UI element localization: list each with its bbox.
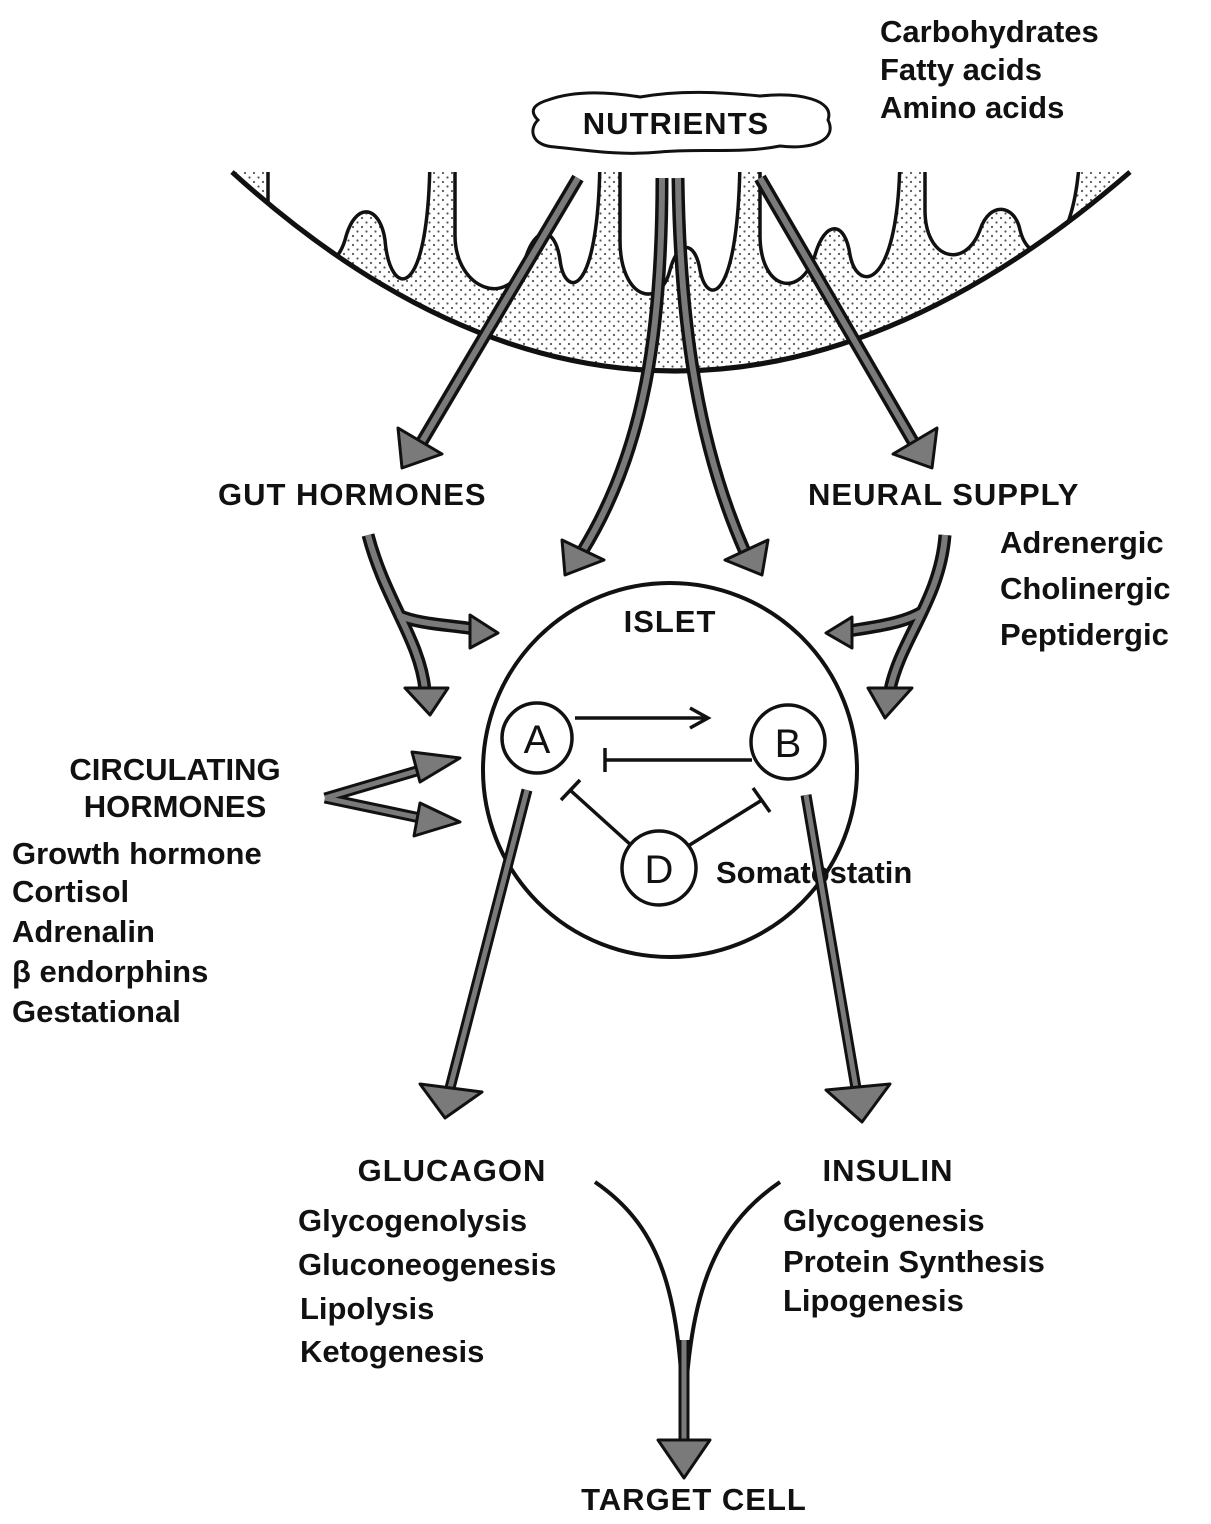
islet-interactions (561, 708, 770, 846)
circulating-hormones-label-2: HORMONES (84, 789, 267, 824)
insulin-label: INSULIN (823, 1153, 954, 1188)
circulating-hormone-item: Adrenalin (12, 914, 155, 949)
glucagon-effect: Lipolysis (300, 1291, 434, 1326)
glucagon-effect: Gluconeogenesis (298, 1247, 556, 1282)
nutrient-item: Carbohydrates (880, 14, 1099, 49)
neural-type-item: Adrenergic (1000, 525, 1164, 560)
target-cell-label: TARGET CELL (581, 1482, 807, 1517)
d-inhibits-b-bar (753, 788, 770, 812)
d-inhibits-b-line (688, 800, 762, 846)
circulating-hormone-item: Cortisol (12, 874, 129, 909)
circulating-hormone-item: β endorphins (12, 954, 208, 989)
d-inhibits-a-line (570, 790, 632, 846)
circulating-hormones-group: CIRCULATING HORMONES Growth hormone Cort… (12, 752, 460, 1029)
gut-hormones-fork-arrow (368, 535, 498, 715)
neural-supply-label: NEURAL SUPPLY (808, 477, 1079, 512)
neural-supply-fork-arrow (826, 535, 945, 718)
nutrients-group: NUTRIENTS Carbohydrates Fatty acids Amin… (533, 14, 1099, 153)
glucagon-output-arrow (420, 790, 527, 1118)
insulin-effect: Glycogenesis (783, 1203, 985, 1238)
circulating-hormone-item: Gestational (12, 994, 181, 1029)
glucagon-label: GLUCAGON (358, 1153, 547, 1188)
glucagon-effect: Ketogenesis (300, 1334, 484, 1369)
neural-type-item: Peptidergic (1000, 617, 1169, 652)
circulating-hormones-fork-arrow (325, 752, 460, 836)
insulin-group: INSULIN Glycogenesis Protein Synthesis L… (783, 1153, 1045, 1318)
glucagon-effect: Glycogenolysis (298, 1203, 527, 1238)
nutrient-item: Fatty acids (880, 52, 1042, 87)
insulin-output-arrow (806, 795, 890, 1122)
circulating-hormone-item: Growth hormone (12, 836, 262, 871)
gut-hormones-label: GUT HORMONES (218, 477, 487, 512)
beta-cell-label: B (775, 722, 802, 766)
insulin-effect: Protein Synthesis (783, 1244, 1045, 1279)
target-convergence-arrow (595, 1182, 780, 1478)
glucagon-group: GLUCAGON Glycogenolysis Gluconeogenesis … (298, 1153, 556, 1369)
circulating-hormones-label-1: CIRCULATING (69, 752, 280, 787)
nutrients-label: NUTRIENTS (583, 106, 769, 141)
neural-type-item: Cholinergic (1000, 571, 1171, 606)
nutrient-item: Amino acids (880, 90, 1064, 125)
islet-label: ISLET (624, 604, 717, 639)
delta-cell-label: D (645, 848, 674, 892)
insulin-effect: Lipogenesis (783, 1283, 964, 1318)
alpha-cell-label: A (524, 718, 551, 762)
